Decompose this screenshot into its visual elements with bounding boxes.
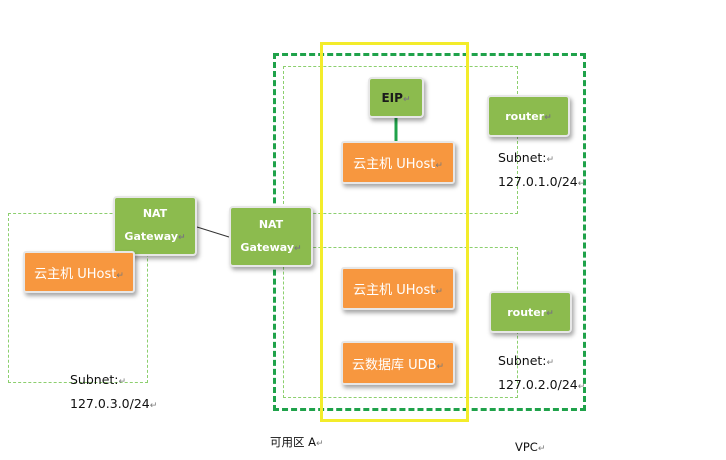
nat-gateway-left-line2: Gateway↵ — [124, 230, 186, 243]
vpc-label: VPC↵ — [515, 440, 546, 454]
availability-zone-label: 可用区 A↵ — [270, 435, 324, 449]
subnet-1-box — [283, 66, 518, 214]
left-subnet-label: Subnet:↵ 127.0.3.0/24↵ — [70, 369, 180, 417]
nat-gateway-left[interactable]: NAT Gateway↵ — [113, 196, 197, 256]
eip-node[interactable]: EIP↵ — [368, 77, 424, 118]
uhost-left-label: 云主机 UHost↵ — [34, 266, 124, 282]
nat-gateway-vpc[interactable]: NAT Gateway↵ — [229, 206, 313, 267]
nat-gateway-vpc-line1: NAT — [258, 217, 284, 231]
eip-label: EIP↵ — [381, 90, 411, 105]
uhost-left[interactable]: 云主机 UHost↵ — [23, 251, 135, 293]
uhost-subnet-1[interactable]: 云主机 UHost↵ — [341, 141, 455, 184]
subnet-1-cidr: 127.0.1.0/24↵ — [498, 174, 586, 189]
uhost-subnet-2-label: 云主机 UHost↵ — [353, 283, 443, 298]
subnet-1-label: Subnet:↵ 127.0.1.0/24↵ — [498, 147, 608, 195]
left-subnet-title: Subnet:↵ — [70, 372, 127, 387]
router-subnet-2[interactable]: router↵ — [489, 291, 572, 333]
availability-zone-box — [320, 42, 469, 422]
nat-link-line — [196, 226, 230, 238]
left-subnet-box — [8, 213, 148, 383]
uhost-subnet-1-label: 云主机 UHost↵ — [353, 157, 443, 172]
subnet-1-title: Subnet:↵ — [498, 150, 555, 165]
udb-subnet-2[interactable]: 云数据库 UDB↵ — [341, 341, 455, 385]
router-subnet-2-label: router↵ — [507, 305, 554, 319]
uhost-subnet-2[interactable]: 云主机 UHost↵ — [341, 267, 455, 310]
left-subnet-cidr: 127.0.3.0/24↵ — [70, 396, 158, 411]
subnet-2-title: Subnet:↵ — [498, 353, 555, 368]
router-subnet-1-label: router↵ — [505, 109, 552, 123]
router-subnet-1[interactable]: router↵ — [487, 95, 570, 137]
udb-subnet-2-label: 云数据库 UDB↵ — [351, 357, 445, 373]
nat-gateway-left-line1: NAT — [142, 207, 168, 220]
subnet-2-cidr: 127.0.2.0/24↵ — [498, 377, 586, 392]
subnet-2-label: Subnet:↵ 127.0.2.0/24↵ — [498, 350, 608, 398]
nat-gateway-vpc-line2: Gateway↵ — [240, 240, 302, 254]
